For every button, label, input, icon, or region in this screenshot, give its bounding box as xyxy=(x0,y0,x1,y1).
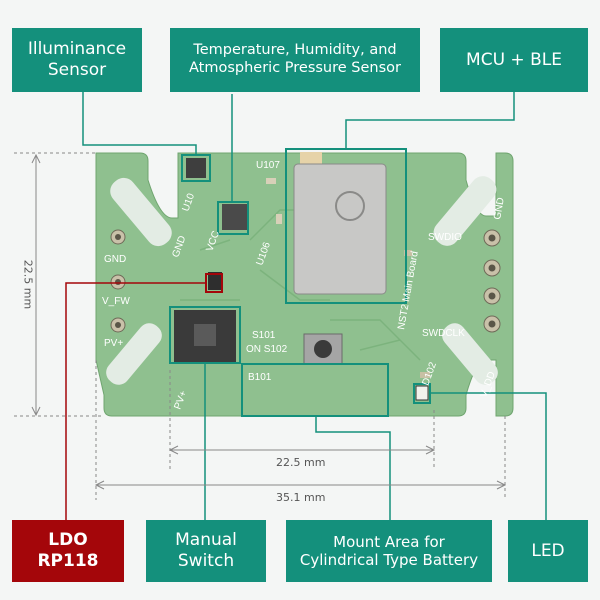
label-env-sensor: Temperature, Humidity, and Atmospheric P… xyxy=(170,28,420,92)
dimension-inner-width-label: 22.5 mm xyxy=(276,456,326,469)
silk-swdclk: SWDCLK xyxy=(422,328,465,339)
mount-slot-left xyxy=(110,177,172,247)
led-part xyxy=(415,385,429,401)
label-battery-mount: Mount Area for Cylindrical Type Battery xyxy=(286,520,492,582)
silk-gnd-right: GND xyxy=(492,197,507,221)
leader-lines xyxy=(65,83,547,520)
silk-swdio: SWDIO xyxy=(428,232,462,243)
label-illuminance-sensor: Illuminance Sensor xyxy=(12,28,142,92)
battery-pad xyxy=(244,366,386,414)
mount-slot-right xyxy=(433,176,497,246)
mcu-module xyxy=(293,163,387,295)
dimension-outer-width-label: 35.1 mm xyxy=(276,491,326,504)
tactile-button xyxy=(303,333,343,365)
silk-vfw: V_FW xyxy=(102,296,130,307)
pcb-traces xyxy=(180,209,421,361)
label-ldo: LDO RP118 xyxy=(12,520,124,582)
label-led: LED xyxy=(508,520,588,582)
right-header-pins xyxy=(483,229,501,333)
dimension-lines xyxy=(14,152,507,500)
silk-pv-plus: PV+ xyxy=(104,338,123,349)
mount-slot-right-bottom xyxy=(442,323,498,385)
label-mcu-ble: MCU + BLE xyxy=(440,28,588,92)
silk-s101: S101 xyxy=(252,330,276,341)
silk-b101: B101 xyxy=(248,372,272,383)
silk-u107: U107 xyxy=(256,160,280,171)
left-header-pins xyxy=(110,229,126,333)
silk-gnd-left: GND xyxy=(104,254,126,265)
label-manual-switch: Manual Switch xyxy=(146,520,266,582)
dimension-height-label: 22.5 mm xyxy=(21,259,35,310)
mount-slot-left-bottom xyxy=(106,323,162,385)
silk-on-s102: ON S102 xyxy=(246,344,288,355)
